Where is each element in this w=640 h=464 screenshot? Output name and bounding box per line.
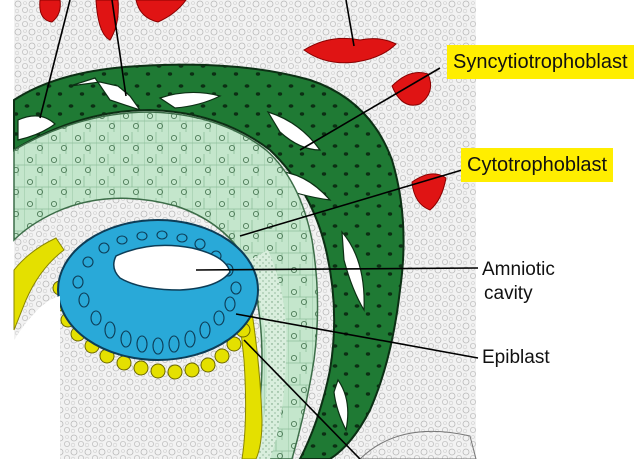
epiblast-label: Epiblast — [482, 346, 550, 370]
cytotrophoblast-text: Cytotrophoblast — [467, 154, 607, 177]
amniotic-cavity-text-line2: cavity — [482, 282, 555, 306]
epiblast-text: Epiblast — [482, 347, 550, 368]
epiblast-disc — [58, 220, 258, 360]
syncytiotrophoblast-label: Syncytiotrophoblast — [447, 45, 634, 79]
amniotic-cavity-label: Amniotic cavity — [482, 258, 555, 306]
syncytiotrophoblast-text: Syncytiotrophoblast — [453, 51, 628, 74]
cytotrophoblast-label: Cytotrophoblast — [461, 148, 613, 182]
amniotic-cavity-text-line1: Amniotic — [482, 258, 555, 282]
